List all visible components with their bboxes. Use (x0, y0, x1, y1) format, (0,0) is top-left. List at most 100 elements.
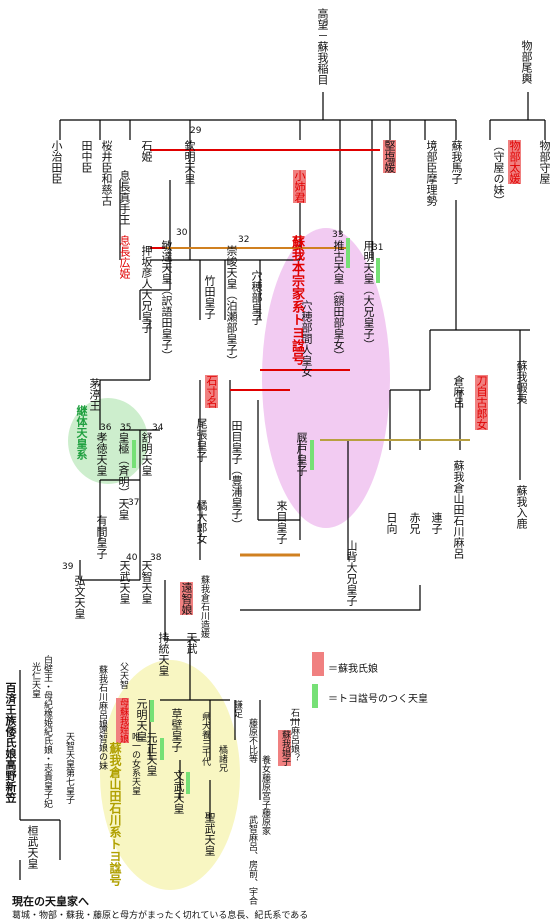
person-yamashiro: 山背大兄皇子 (345, 540, 358, 606)
person-ochi: 遠智娘 (180, 582, 193, 615)
person-takeda: 竹田皇子 (203, 275, 216, 319)
person-anahobe: 穴穂部皇子 (250, 270, 263, 325)
person-hiro: 息長広姫 (118, 235, 131, 279)
person-fujiwara-ke: 藤原家 (260, 808, 270, 835)
label-ishikawa-line: 蘇我倉山田石川系トヨ諡号 (108, 742, 122, 886)
note-mei-sister: 遠智娘の妹 (97, 725, 107, 770)
note-mei: 蘇我石川麻呂娘 (97, 665, 107, 728)
person-owari: 小治田臣 (50, 140, 63, 184)
person-murako: 連子 (430, 512, 443, 534)
person-okinaga-mate: 息長真手王 (118, 170, 131, 225)
person-tenji: 天智天皇 (140, 560, 153, 604)
person-fuhito: 藤原不比等 (247, 718, 257, 763)
person-anahobe-hashihito: 穴穂部間人皇女 (300, 300, 313, 377)
person-tenmu: 天武天皇 (118, 560, 131, 604)
person-mononobe-futo: 物部太媛 (508, 140, 521, 184)
person-jito: 持統天皇 (157, 632, 170, 676)
person-mononobe-moriya: 物部守屋 (538, 140, 551, 184)
person-takamuku: 高望－蘇我稲目 (316, 8, 329, 85)
label-keitai: 継体天皇系 (75, 405, 88, 460)
toyo-bar-gensho (160, 738, 164, 760)
person-kotoku: 孝徳天皇 (95, 432, 108, 476)
reign-num-37: 37 (128, 498, 140, 508)
reign-num-38: 38 (150, 553, 162, 563)
person-tenmu2: 天武 (185, 632, 198, 654)
note-ishikawa: 石川麻呂娘？ (289, 708, 299, 762)
toyo-bar-shotoku (310, 440, 314, 470)
person-kinmei: 欽明天皇 (183, 140, 196, 184)
person-shirakabe: 白壁王・母紀橡姫紀氏娘・志貴皇子妃 (42, 655, 52, 808)
person-kusakabe: 草壁皇子 (170, 708, 183, 752)
reign-num-36: 36 (100, 423, 112, 433)
reign-num-33: 33 (332, 230, 344, 240)
reign-num-35: 35 (120, 423, 132, 433)
person-oane: 小姉君 (293, 170, 306, 203)
person-iruka: 蘇我入鹿 (515, 485, 528, 529)
reign-num-39: 39 (62, 562, 74, 572)
person-shotoku: 厩戸皇子 (295, 432, 308, 476)
person-konin: 光仁天皇 (30, 662, 40, 698)
person-fujiwara-sons: 武智麻呂、房前、宇合 (247, 815, 257, 905)
toyo-bar-yomei (376, 258, 380, 283)
footer-note: 葛城・物部・蘇我・藤原と母方がまったく切れている息長、紀氏系である (12, 911, 309, 921)
legend-soga-label: ＝蘇我氏娘 (328, 664, 378, 675)
person-sushun: 崇峻天皇（泊瀬部皇子） (225, 245, 238, 366)
soga-main-region (262, 228, 390, 528)
person-gensho: 元正天皇 (145, 732, 158, 776)
label-soga-main: 蘇我本宗家系トヨ諡号 (289, 235, 304, 365)
footer-title: 現在の天皇家へ (12, 895, 89, 908)
reign-num-40: 40 (126, 553, 138, 563)
person-tachibana-moroe: 橘諸兄 (217, 745, 227, 772)
note-gensho: 唯一の女系天皇 (130, 732, 140, 795)
person-mei-mother: 母蘇我姪娘 (116, 698, 129, 743)
person-kanmu: 桓武天皇 (26, 825, 39, 869)
person-emishi: 蘇我蝦夷 (515, 360, 528, 404)
person-umako: 蘇我馬子 (450, 140, 463, 184)
person-shomu: 聖武天皇 (203, 812, 216, 856)
person-genmei: 元明天皇 (135, 698, 148, 742)
person-jomei: 舒明天皇 (140, 432, 153, 476)
person-kume: 来目皇子 (275, 500, 288, 544)
person-kamatari: 鎌足 (232, 700, 242, 718)
person-sakaibe: 境部臣摩理勢 (425, 140, 438, 206)
person-hyuga: 日向 (385, 512, 398, 534)
person-ochi-father: 蘇我倉石川造媛 (199, 575, 209, 638)
person-tenji-7: 天智天皇第七皇子 (64, 732, 74, 804)
person-agata: 県犬養三千代 (200, 712, 210, 766)
person-ishikawamaro: 蘇我倉山田石川麻呂 (452, 460, 465, 559)
person-kudara: 百済王族倭氏娘高野新笠 (4, 682, 17, 803)
person-tachibana: 橘大郎女 (195, 500, 208, 544)
person-monmu: 文武天皇 (172, 770, 185, 814)
person-toji: 刀自古郎女 (475, 375, 488, 430)
person-arima: 有間皇子 (95, 515, 108, 559)
toyo-bar-suiko (346, 238, 350, 268)
person-tame: 田目皇子（豊浦皇子） (230, 420, 243, 530)
person-tanaka: 田中臣 (80, 140, 93, 173)
reign-num-29: 29 (190, 126, 202, 136)
person-kitashi: 堅塩媛 (383, 140, 396, 173)
reign-num-34: 34 (152, 423, 164, 433)
person-kobun: 弘文天皇 (73, 575, 86, 619)
person-mei-father: 父天智 (118, 662, 128, 689)
person-soga-shoushi: 蘇我娼子 (278, 730, 291, 766)
person-akae: 赤兄 (408, 512, 421, 534)
legend-soga-swatch (312, 652, 324, 676)
person-sakurai: 桜井臣和慈古 (100, 140, 113, 206)
person-mononobe-okoshi: 物部尾輿 (520, 40, 533, 84)
reign-num-31: 31 (372, 243, 384, 253)
person-kogyoku: 皇極（斉明）天皇 (117, 432, 130, 520)
legend-toyo-swatch (312, 684, 318, 708)
person-suiko: 推古天皇（額田部皇女） (332, 240, 345, 361)
reign-num-30: 30 (176, 228, 188, 238)
person-yoshime: 養女藤原宮子 (260, 755, 270, 809)
toyo-bar-monmu (186, 772, 190, 794)
person-bidatsu: 敏達天皇（訳語田皇子） (160, 240, 173, 361)
person-chinu: 茅渟王 (88, 378, 101, 411)
note-futo: （守屋の妹） (492, 140, 505, 206)
toyo-bar-genmei (150, 700, 154, 722)
person-iwaka: 石寸名 (205, 375, 218, 408)
person-oshisaka: 押坂彦人大兄皇子 (140, 245, 153, 333)
person-kurabe: 倉麻呂 (452, 375, 465, 408)
